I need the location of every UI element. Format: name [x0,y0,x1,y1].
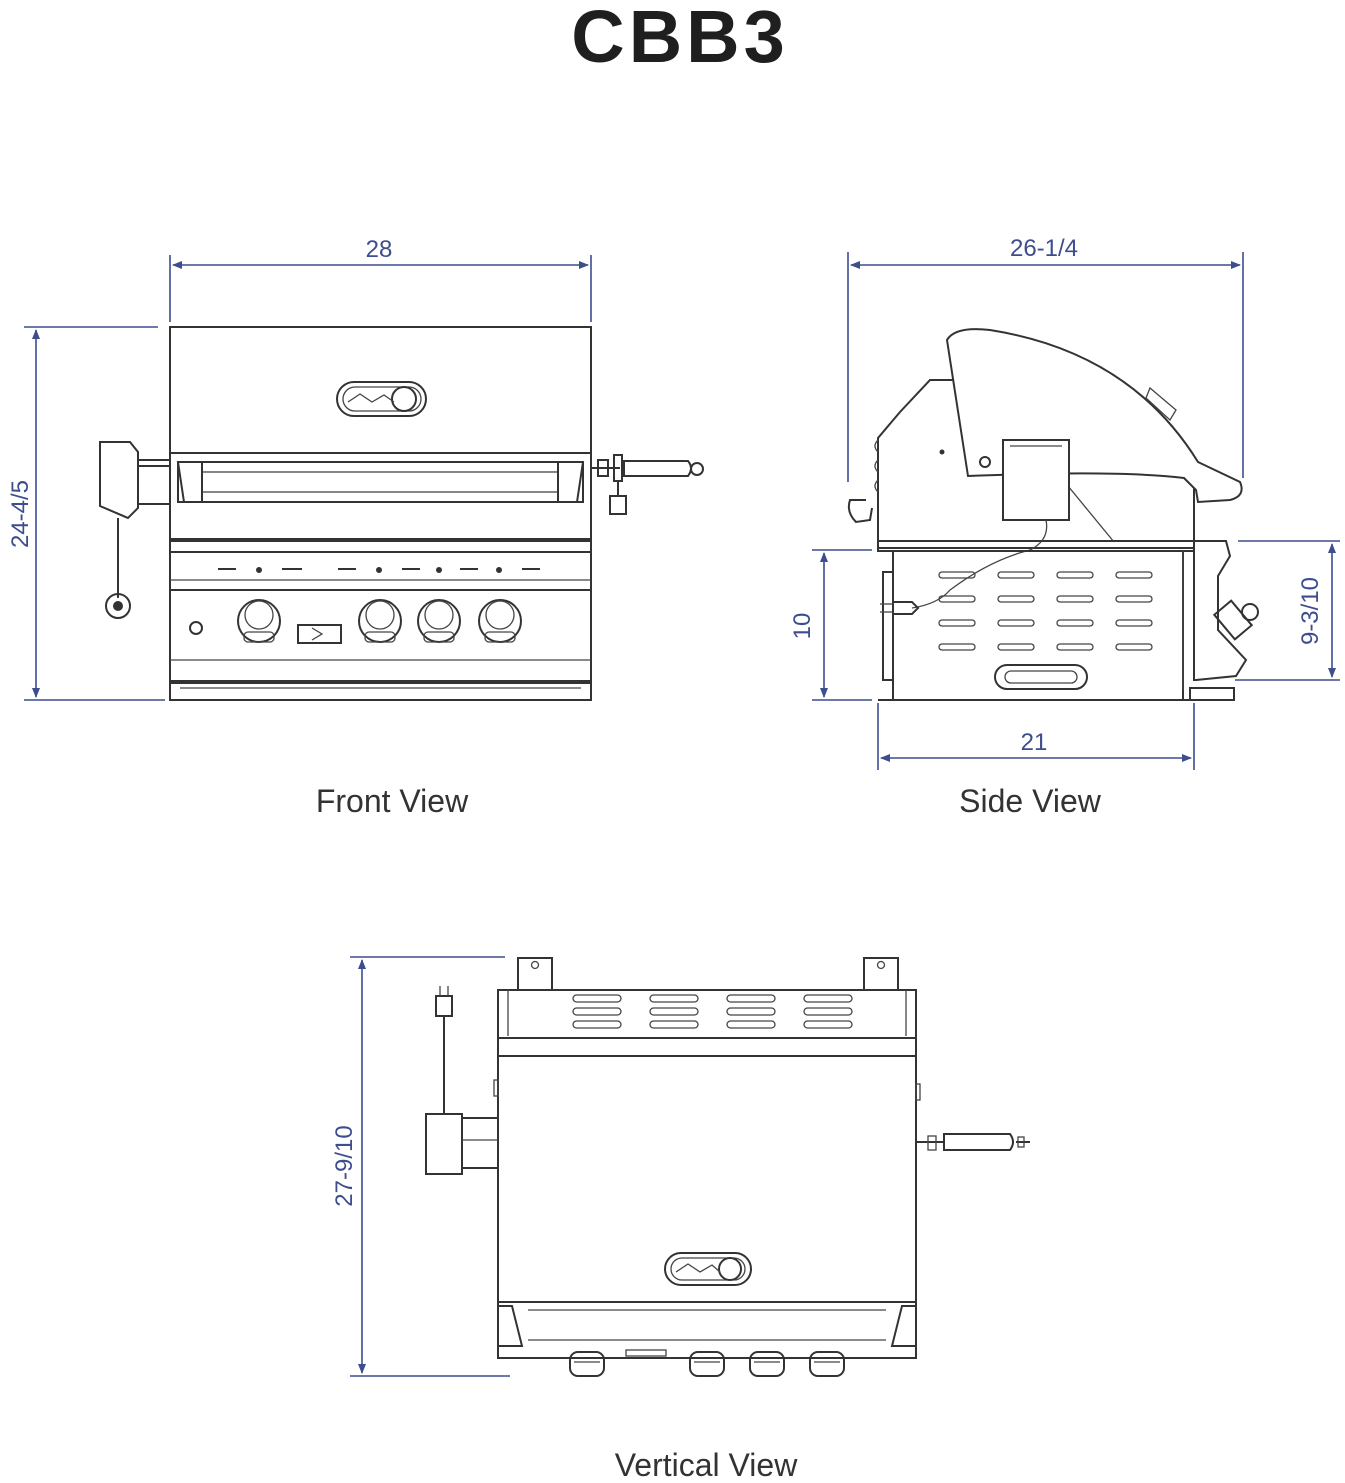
top-vent-slots [572,994,853,1029]
front-height-label: 24-4/5 [7,480,34,548]
top-knob-3-icon [749,1351,785,1377]
top-rotisserie-handle-icon [915,1083,1030,1151]
front-width-dimension: 28 [169,236,592,322]
side-bottom-depth-label: 21 [1021,729,1048,756]
model-title: CBB3 [571,0,788,78]
top-knob-2-icon [689,1351,725,1377]
front-height-dimension: 24-4/5 [7,326,165,701]
vertical-grill-drawing [425,957,1030,1377]
front-slots [218,567,540,573]
vertical-depth-label: 27-9/10 [331,1125,358,1206]
side-grill-drawing [847,328,1259,701]
side-view-caption: Side View [959,783,1102,819]
igniter-button-icon [189,621,203,635]
side-left-height-label: 10 [789,613,816,640]
top-knob-1-icon [569,1351,605,1377]
vertical-view-caption: Vertical View [615,1447,799,1483]
transformer-box-icon [911,439,1070,609]
front-width-label: 28 [366,236,393,263]
front-grill-drawing [99,326,704,701]
side-right-height-label: 9-3/10 [1297,577,1324,645]
rotisserie-handle-icon [591,454,704,515]
side-vent-slots [938,571,1153,690]
rotisserie-motor-icon [99,441,171,619]
front-view: 28 24-4/5 [7,236,704,819]
burner-knob-2-icon [358,599,402,643]
side-right-height-dimension: 9-3/10 [1235,540,1340,681]
vertical-view: 27-9/10 [331,956,1030,1483]
side-top-depth-dimension: 26-1/4 [847,235,1244,482]
brand-logo-badge-top [664,1252,752,1286]
light-switch-icon [297,624,342,644]
top-knob-4-icon [809,1351,845,1377]
top-rotisserie-motor-icon [425,986,499,1175]
front-view-caption: Front View [316,783,469,819]
side-view: 26-1/4 10 9-3/10 21 [789,235,1340,819]
side-top-depth-label: 26-1/4 [1010,235,1078,262]
vertical-depth-dimension: 27-9/10 [331,956,510,1377]
burner-knob-4-icon [478,599,522,643]
burner-knob-3-icon [417,599,461,643]
gas-valve-icon [1212,599,1259,641]
burner-knob-1-icon [237,599,281,643]
side-bottom-depth-dimension: 21 [877,703,1195,770]
brand-logo-badge [336,381,427,417]
side-left-height-dimension: 10 [789,549,872,701]
